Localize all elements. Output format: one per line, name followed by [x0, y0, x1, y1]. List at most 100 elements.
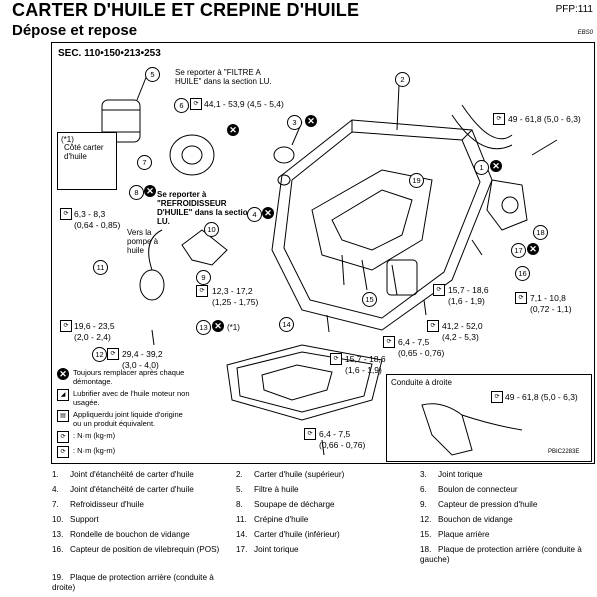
- torque-icon: ⟳: [515, 292, 527, 304]
- legend-text: : N·m (kg-m): [73, 446, 116, 455]
- list-item: 10.Support: [52, 515, 99, 524]
- torque-value-4a: 12,3 - 17,2: [212, 286, 253, 296]
- callout-19: 19: [409, 173, 424, 188]
- torque-icon: ⟳: [107, 348, 119, 360]
- torque-icon: ⟳: [330, 353, 342, 365]
- legend-text: Appliquerdu joint liquide d'origine ou u…: [73, 410, 183, 428]
- exploded-view-illustration: [101, 74, 558, 456]
- torque-value-12a: 6,4 - 7,5: [319, 429, 351, 439]
- callout-6: 6: [174, 98, 189, 113]
- section-code: EBS0: [577, 30, 593, 36]
- callout-16: 16: [515, 266, 530, 281]
- torque-icon: ⟳: [491, 391, 503, 403]
- torque-value-4b: (1,25 - 1,75): [212, 297, 259, 307]
- callout-9: 9: [196, 270, 211, 285]
- list-item: 7.Refroidisseur d'huile: [52, 500, 144, 509]
- legend-row: ◢ Lubrifier avec de l'huile moteur non u…: [57, 389, 193, 407]
- symbol-legend: ✕ Toujours remplacer après chaque démont…: [57, 368, 193, 461]
- list-item: 3.Joint torique: [420, 470, 483, 479]
- callout-1: 1: [474, 160, 489, 175]
- inset-right-hand-drive: Conduite à droite ⟳ 49 - 61,8 (5,0 - 6,3…: [386, 374, 592, 462]
- note-refroidisseur: Se reporter à "REFROIDISSEUR D'HUILE" da…: [157, 190, 253, 226]
- list-item: 11.Crépine d'huile: [236, 515, 309, 524]
- replace-icon: ✕: [144, 185, 156, 197]
- legend-row: ⟳ : N·m (kg-m): [57, 431, 193, 443]
- torque-icon: ⟳: [57, 446, 69, 458]
- replace-icon: ✕: [305, 115, 317, 127]
- list-item: 1.Joint d'étanchéité de carter d'huile: [52, 470, 194, 479]
- callout-17: 17: [511, 243, 526, 258]
- figure-code: PBIC2283E: [548, 449, 580, 455]
- legend-row: ⟳ : N·m (kg-m): [57, 446, 193, 458]
- replace-icon: ✕: [57, 368, 69, 380]
- torque-value-8b: (3,0 - 4,0): [122, 360, 159, 370]
- replace-icon: ✕: [527, 243, 539, 255]
- torque-value-9b: (0,65 - 0,76): [398, 348, 445, 358]
- torque-value-3a: 6,3 - 8,3: [74, 209, 106, 219]
- torque-icon: ⟳: [427, 320, 439, 332]
- torque-value-11a: 15,7 - 18,6: [345, 354, 386, 364]
- callout-12: 12: [92, 347, 107, 362]
- torque-value-1: 44,1 - 53,9 (4,5 - 5,4): [204, 99, 284, 109]
- torque-value-8a: 29,4 - 39,2: [122, 349, 163, 359]
- list-item: 15.Plaque arrière: [420, 530, 490, 539]
- inset-cote-label: Côté carter d'huile: [64, 143, 104, 161]
- torque-icon: ⟳: [383, 336, 395, 348]
- replace-icon: ✕: [262, 207, 274, 219]
- torque-icon: ⟳: [196, 285, 208, 297]
- page-subtitle: Dépose et repose: [12, 22, 138, 39]
- list-item: 12.Bouchon de vidange: [420, 515, 513, 524]
- callout-18: 18: [533, 225, 548, 240]
- torque-value-12b: (0,66 - 0,76): [319, 440, 366, 450]
- list-item: 5.Filtre à huile: [236, 485, 299, 494]
- callout-5: 5: [145, 67, 160, 82]
- torque-value-11b: (1,6 - 1,9): [345, 365, 382, 375]
- torque-icon: ⟳: [60, 320, 72, 332]
- torque-icon: ⟳: [304, 428, 316, 440]
- note-star1: (*1): [227, 323, 240, 332]
- inset-note-label: (*1): [61, 135, 74, 144]
- list-item: 6.Boulon de connecteur: [420, 485, 518, 494]
- torque-icon: ⟳: [60, 208, 72, 220]
- torque-value-5b: (1,6 - 1,9): [448, 296, 485, 306]
- torque-icon: ⟳: [190, 98, 202, 110]
- legend-row: ✕ Toujours remplacer après chaque démont…: [57, 368, 193, 386]
- torque-value-10b: (4,2 - 5,3): [442, 332, 479, 342]
- list-item: 19.Plaque de protection arrière (conduit…: [52, 573, 214, 592]
- page-title: CARTER D'HUILE ET CREPINE D'HUILE: [12, 0, 360, 20]
- torque-value-2: 49 - 61,8 (5,0 - 6,3): [508, 114, 581, 124]
- legend-text: : N·m (kg-m): [73, 431, 116, 440]
- list-item: 9.Capteur de pression d'huile: [420, 500, 538, 509]
- torque-icon: ⟳: [57, 431, 69, 443]
- callout-4: 4: [247, 207, 262, 222]
- torque-value-5a: 15,7 - 18,6: [448, 285, 489, 295]
- torque-value-3b: (0,64 - 0,85): [74, 220, 121, 230]
- oil-can-icon: ◢: [57, 389, 69, 401]
- callout-2: 2: [395, 72, 410, 87]
- inset-title: Conduite à droite: [391, 378, 452, 387]
- torque-icon: ⟳: [493, 113, 505, 125]
- list-item: 14.Carter d'huile (inférieur): [236, 530, 340, 539]
- list-item: 17.Joint torique: [236, 545, 299, 554]
- legend-text: Lubrifier avec de l'huile moteur non usa…: [73, 389, 190, 407]
- note-vers-pompe: Vers la pompe à huile: [127, 228, 159, 255]
- torque-value-6b: (0,72 - 1,1): [530, 304, 572, 314]
- torque-value-10a: 41,2 - 52,0: [442, 321, 483, 331]
- replace-icon: ✕: [212, 320, 224, 332]
- replace-icon: ✕: [490, 160, 502, 172]
- list-item: 13.Rondelle de bouchon de vidange: [52, 530, 190, 539]
- replace-icon: ✕: [227, 124, 239, 136]
- list-item: 8.Soupape de décharge: [236, 500, 335, 509]
- diagram-frame: [51, 42, 595, 464]
- legend-row: ▤ Appliquerdu joint liquide d'origine ou…: [57, 410, 193, 428]
- torque-icon: ⟳: [433, 284, 445, 296]
- page-reference: PFP:111: [555, 4, 593, 15]
- torque-value-13: 49 - 61,8 (5,0 - 6,3): [505, 392, 578, 402]
- inset-oil-pan-side: (*1) Côté carter d'huile: [57, 132, 117, 190]
- list-item: 16.Capteur de position de vilebrequin (P…: [52, 545, 220, 554]
- list-item: 2.Carter d'huile (supérieur): [236, 470, 345, 479]
- section-number: SEC. 110•150•213•253: [58, 48, 161, 59]
- torque-value-7b: (2,0 - 2,4): [74, 332, 111, 342]
- legend-text: Toujours remplacer après chaque démontag…: [73, 368, 185, 386]
- callout-8: 8: [129, 185, 144, 200]
